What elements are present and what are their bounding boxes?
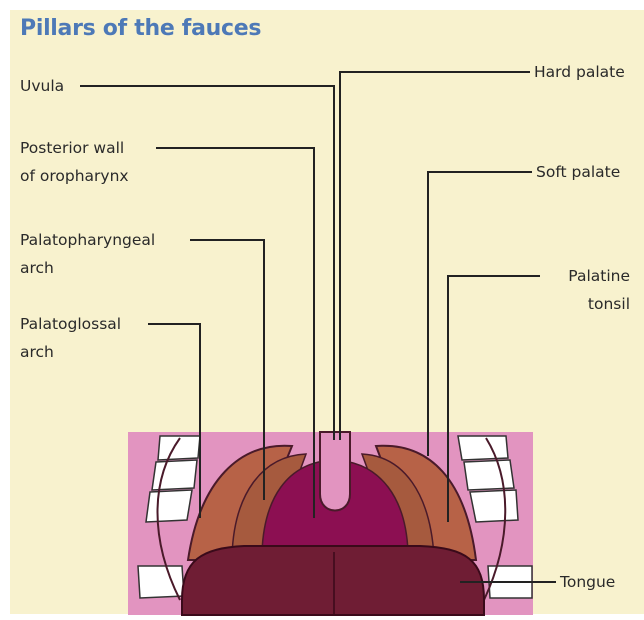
- right-molar-3: [470, 490, 518, 522]
- right-molar-1: [458, 436, 508, 460]
- label-palatoglossal-line1: Palatoglossal: [20, 310, 121, 338]
- label-palatopharyngeal-arch: Palatopharyngeal arch: [20, 226, 155, 282]
- label-palatoglossal-line2: arch: [20, 338, 121, 366]
- label-posterior-wall: Posterior wall of oropharynx: [20, 134, 129, 190]
- label-soft-palate: Soft palate: [536, 158, 620, 186]
- label-palatopharyngeal-line1: Palatopharyngeal: [20, 226, 155, 254]
- label-palatine-tonsil: Palatine tonsil: [544, 262, 630, 318]
- label-hard-palate: Hard palate: [534, 58, 625, 86]
- left-molar-2: [152, 460, 197, 490]
- label-tongue: Tongue: [560, 568, 615, 596]
- right-molar-2: [464, 460, 514, 490]
- label-palatine-tonsil-line1: Palatine: [544, 262, 630, 290]
- tongue: [182, 546, 484, 615]
- label-palatoglossal-arch: Palatoglossal arch: [20, 310, 121, 366]
- leader-soft-palate: [428, 172, 532, 456]
- label-posterior-wall-line2: of oropharynx: [20, 162, 129, 190]
- label-palatopharyngeal-line2: arch: [20, 254, 155, 282]
- label-palatine-tonsil-line2: tonsil: [544, 290, 630, 318]
- label-posterior-wall-line1: Posterior wall: [20, 134, 129, 162]
- leader-hard-palate: [340, 72, 530, 440]
- left-molar-3: [146, 490, 192, 522]
- label-uvula: Uvula: [20, 72, 64, 100]
- uvula: [320, 432, 350, 511]
